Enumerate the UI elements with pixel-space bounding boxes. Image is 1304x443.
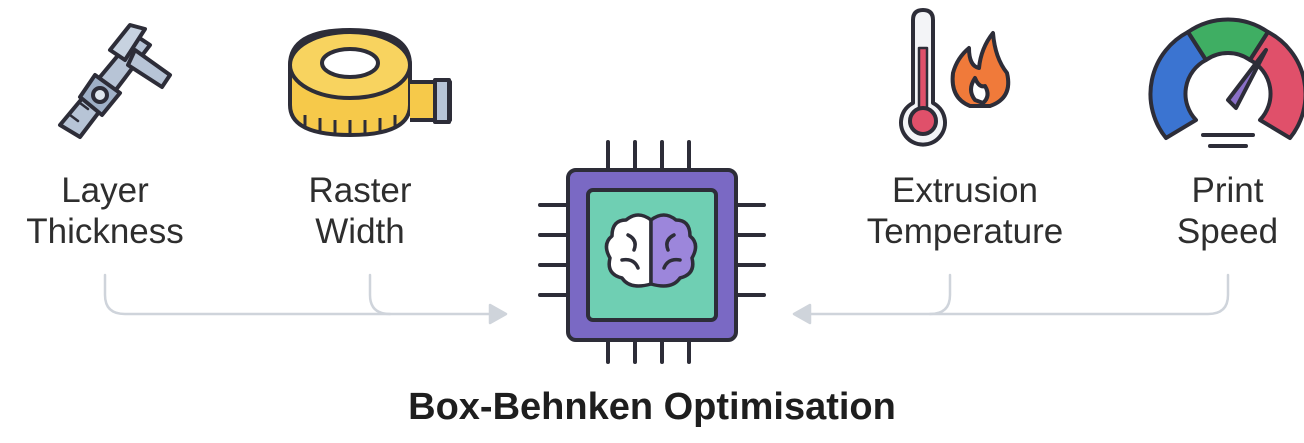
label-line-1: Extrusion	[892, 171, 1038, 210]
tape-measure-icon	[288, 28, 452, 137]
thermometer-flame-icon	[899, 8, 1011, 147]
label-line-2: Temperature	[866, 212, 1064, 251]
label-line-2: Thickness	[26, 212, 184, 251]
connector-left	[103, 273, 507, 316]
arrowhead-left	[792, 303, 812, 325]
ai-chip-brain-icon	[538, 140, 766, 364]
label-line-1: Layer	[61, 171, 149, 210]
label-line-2: Width	[315, 212, 405, 251]
label-line-1: Print	[1191, 171, 1264, 210]
caliper-icon	[58, 23, 172, 139]
label-line-2: Speed	[1176, 212, 1279, 251]
label-layer-thickness: Layer Thickness	[10, 170, 200, 252]
arrowhead-right	[488, 303, 508, 325]
connector-raster	[368, 273, 392, 316]
diagram-title: Box-Behnken Optimisation	[408, 386, 896, 428]
label-raster-width: Raster Width	[290, 170, 430, 252]
label-extrusion-temperature: Extrusion Temperature	[855, 170, 1075, 252]
connector-right	[793, 273, 1230, 316]
label-line-1: Raster	[308, 171, 412, 210]
label-print-speed: Print Speed	[1160, 170, 1295, 252]
speedometer-icon	[1148, 17, 1304, 148]
connector-extrusion	[928, 273, 952, 316]
